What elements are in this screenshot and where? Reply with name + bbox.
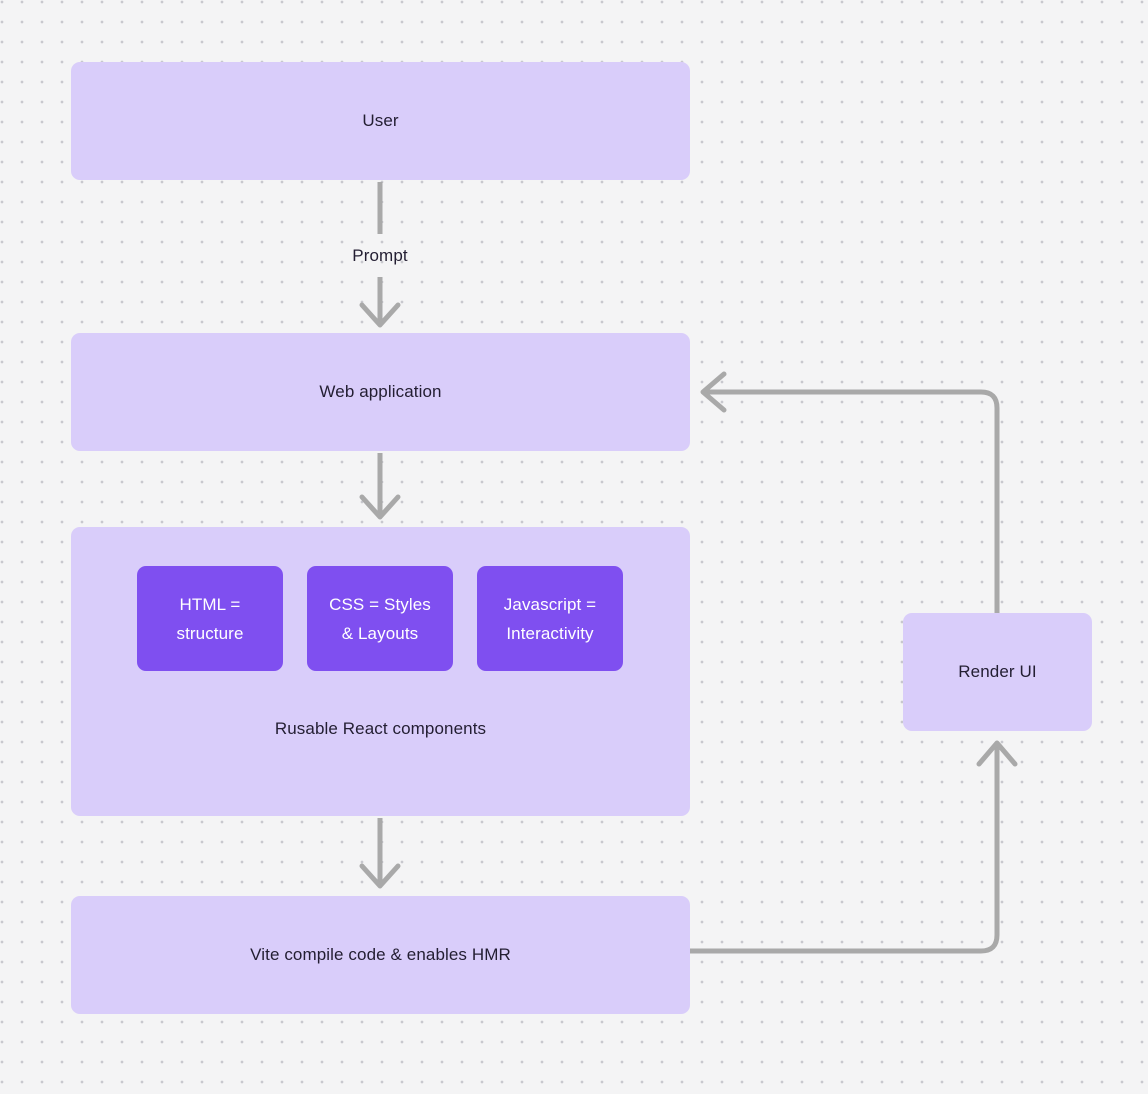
chip-javascript-line2: Interactivity	[506, 623, 594, 643]
chip-javascript[interactable]: Javascript = Interactivity	[477, 566, 623, 671]
node-web-application-label: Web application	[319, 382, 442, 401]
node-render-ui[interactable]: Render UI	[903, 613, 1092, 731]
chip-css-line2: & Layouts	[341, 623, 419, 643]
edge-webapp-to-components	[359, 453, 401, 520]
chip-html[interactable]: HTML = structure	[137, 566, 283, 671]
chip-html-line1: HTML =	[179, 594, 241, 614]
chip-javascript-text: Javascript = Interactivity	[504, 590, 596, 648]
edge-label-prompt: Prompt	[352, 246, 408, 265]
node-user[interactable]: User	[71, 62, 690, 180]
edge-components-to-vite	[359, 818, 401, 889]
node-web-application[interactable]: Web application	[71, 333, 690, 451]
chip-html-text: HTML = structure	[176, 590, 243, 648]
node-vite[interactable]: Vite compile code & enables HMR	[71, 896, 690, 1014]
edge-vite-to-render	[690, 740, 1018, 954]
node-vite-label: Vite compile code & enables HMR	[250, 945, 511, 964]
chip-css-line1: CSS = Styles	[329, 594, 431, 614]
chip-css-text: CSS = Styles & Layouts	[329, 590, 431, 648]
chip-html-line2: structure	[176, 623, 244, 643]
chip-javascript-line1: Javascript =	[503, 594, 597, 614]
node-user-label: User	[362, 111, 399, 130]
edge-render-to-webapp	[700, 371, 1000, 613]
node-react-components-caption: Rusable React components	[274, 719, 487, 738]
node-render-ui-label: Render UI	[958, 662, 1037, 681]
chip-css[interactable]: CSS = Styles & Layouts	[307, 566, 453, 671]
